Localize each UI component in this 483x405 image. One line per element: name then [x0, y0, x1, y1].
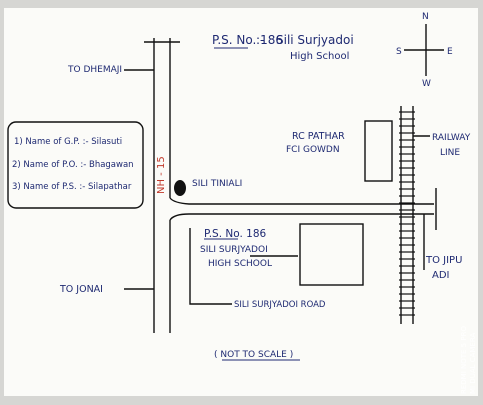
- info-box-frame: [7, 121, 144, 209]
- watermark-line-2: MI DUAL CAMERA: [469, 333, 477, 394]
- title-school-line1: Sili Surjyadoi: [276, 33, 354, 47]
- compass-west: W: [422, 79, 431, 89]
- railway-ties: [399, 111, 415, 316]
- title-ps-number: P.S. No. 186: [212, 33, 283, 47]
- title-school-line2: High School: [290, 51, 349, 62]
- label-railway: RAILWAY: [432, 133, 471, 143]
- compass-south: S: [396, 47, 402, 57]
- label-to-dhemaji: TO DHEMAJI: [67, 65, 122, 75]
- side-road-top-edge: [169, 197, 434, 205]
- compass-north: N: [422, 12, 429, 22]
- road-label-pointer: [189, 228, 232, 305]
- compass-east: E: [447, 47, 453, 57]
- label-highway-nh15: NH - 15: [156, 156, 167, 194]
- label-adi: ADI: [432, 270, 450, 281]
- label-school-name: SILI SURJYADOI: [200, 245, 268, 255]
- map-paper: P.S. No. 186 :- Sili Surjyadoi High Scho…: [4, 8, 478, 396]
- label-rc-pathar: RC PATHAR: [292, 131, 345, 142]
- watermark-line-1: REDMI NOTE 5 PRO: [460, 326, 468, 394]
- info-line-2: 2) Name of P.O. :- Bhagawan: [12, 160, 134, 170]
- label-road: SILI SURJYADOI ROAD: [234, 300, 326, 310]
- info-line-3: 3) Name of P.S. :- Silapathar: [12, 182, 132, 192]
- label-railway-line: LINE: [440, 148, 460, 158]
- fci-godown-box: [364, 120, 393, 182]
- label-to-jonai: TO JONAI: [59, 284, 103, 295]
- camera-watermark: REDMI NOTE 5 PRO MI DUAL CAMERA: [460, 326, 477, 394]
- label-to-jipu: TO JIPU: [425, 255, 462, 266]
- label-ps-no: P.S. No. 186: [204, 228, 267, 240]
- side-road-bottom-edge: [169, 213, 434, 221]
- hand-drawn-map: P.S. No. 186 :- Sili Surjyadoi High Scho…: [7, 12, 471, 361]
- sili-tiniali-marker: [174, 180, 186, 196]
- info-line-1: 1) Name of G.P. :- Silasuti: [14, 137, 122, 147]
- school-building-box: [299, 223, 364, 286]
- title-separator: :-: [256, 33, 264, 47]
- label-not-to-scale: ( NOT TO SCALE ): [214, 350, 293, 360]
- label-fci-gowdn: FCI GOWDN: [286, 145, 340, 155]
- label-high-school: HIGH SCHOOL: [208, 259, 272, 269]
- label-sili-tiniali: SILI TINIALI: [192, 179, 242, 189]
